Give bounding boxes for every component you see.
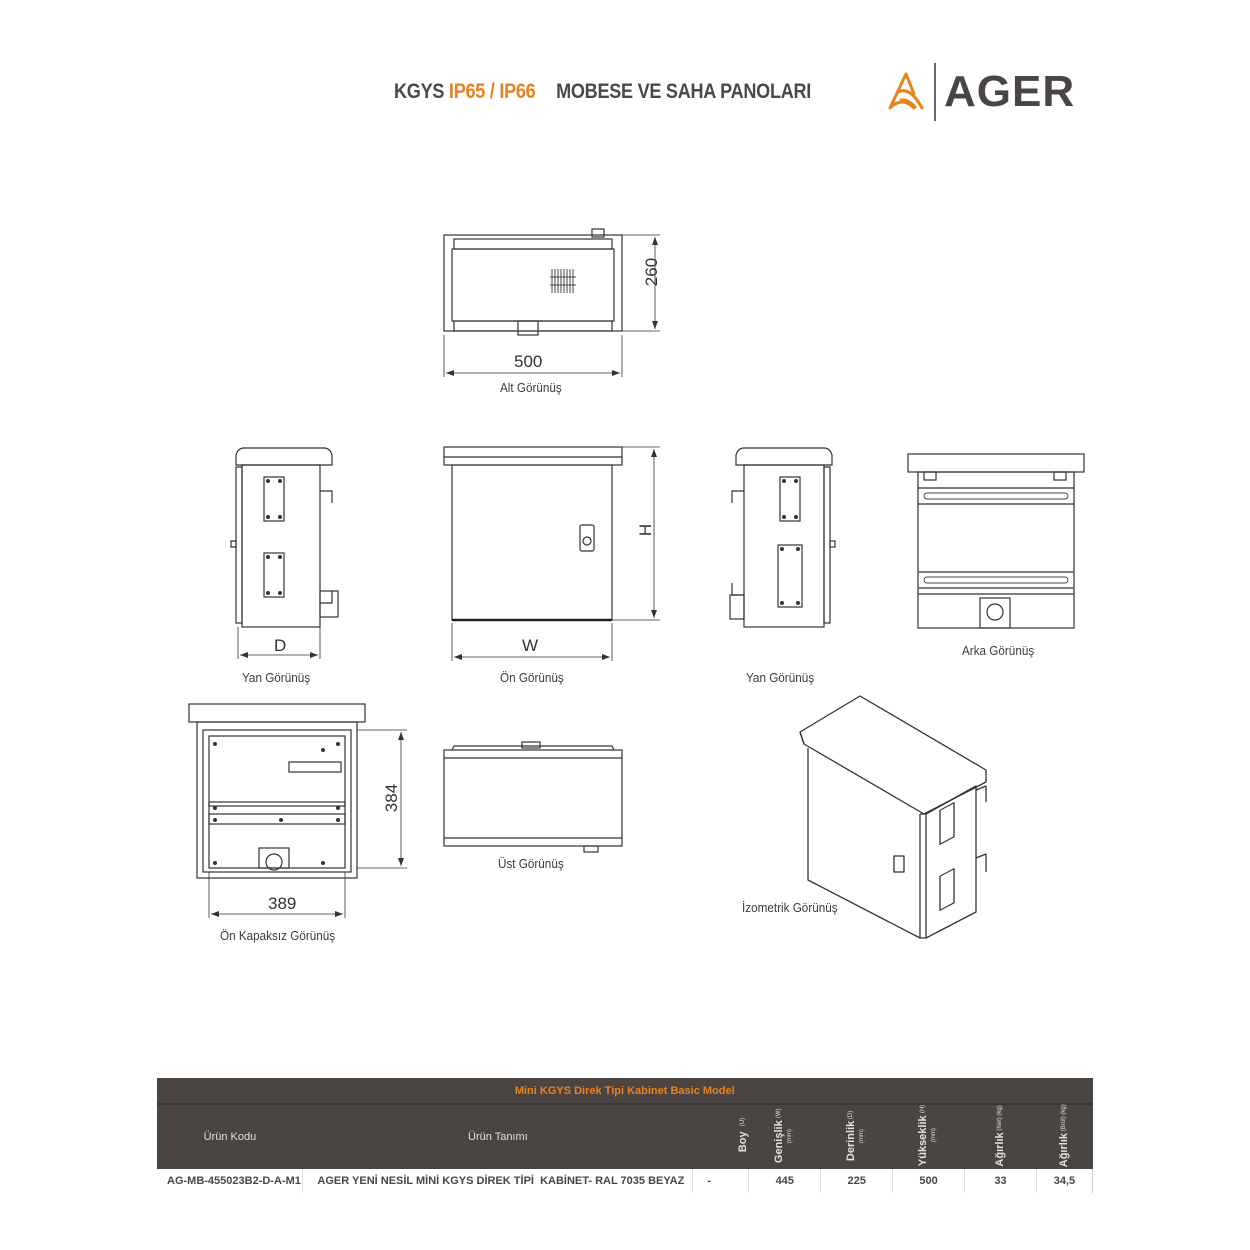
bottom-width-dim: 500 [514,352,543,371]
front-open-view-caption: Ön Kapaksız Görünüş [220,928,336,943]
front-open-view-drawing [185,700,415,920]
ip-rating: IP65 / IP66 [448,80,536,103]
top-view-svg [443,741,623,853]
col-header-boy: Boy (U) [692,1104,749,1170]
title-subtitle: MOBESE VE SAHA PANOLARI [556,80,812,103]
rear-view-caption: Arka Görünüş [962,643,1035,658]
logo-divider [934,63,936,121]
bottom-view-drawing [440,225,670,385]
table-title: Mini KGYS Direk Tipi Kabinet Basic Model [157,1078,1093,1105]
isometric-view-drawing [790,690,1020,950]
front-view-caption: Ön Görünüş [500,670,564,685]
front-height-dim: H [636,523,656,537]
front-open-width-dim: 389 [268,894,297,913]
col-header-description: Ürün Tanımı [302,1104,693,1170]
bottom-height-dim: 260 [642,257,662,287]
front-width-dim: W [522,636,539,655]
side-depth-dim: D [274,636,287,655]
cell-weight-gross: 34,5 [1036,1169,1094,1194]
title-prefix: KGYS [394,80,445,103]
table-header-row: Ürün Kodu Ürün Tanımı Boy (U) Genişlik(W… [157,1104,1093,1170]
cell-depth: 225 [820,1169,894,1194]
side-view-left-caption: Yan Görünüş [242,670,311,685]
brand-name: AGER [944,67,1076,116]
bottom-view-svg [443,228,660,377]
col-header-width: Genişlik(W) (mm) [748,1104,821,1170]
side-view-right-caption: Yan Görünüş [746,670,815,685]
page-title: KGYS IP65 / IP66 MOBESE VE SAHA PANOLARI [394,80,811,104]
top-view-caption: Üst Görünüş [498,856,564,871]
col-header-depth: Derinlik(D) (mm) [820,1104,893,1170]
cell-code: AG-MB-455023B2-D-A-M1 [157,1169,304,1194]
top-view-drawing [440,738,630,858]
front-open-view-svg [188,703,407,918]
rear-view-drawing [904,450,1089,635]
spec-table: Mini KGYS Direk Tipi Kabinet Basic Model… [157,1078,1094,1194]
cell-boy: - [692,1169,750,1194]
cell-width: 445 [748,1169,822,1194]
side-view-right-svg [729,447,836,628]
cell-height: 500 [892,1169,966,1194]
col-header-weight-gross: Ağırlık(Brüt) (kg) [1036,1104,1093,1170]
cell-weight-net: 33 [964,1169,1037,1194]
bottom-view-caption: Alt Görünüş [500,380,562,395]
table-row: AG-MB-455023B2-D-A-M1 AGER YENİ NESİL Mİ… [157,1169,1094,1194]
col-header-weight-net: Ağırlık(Net) (kg) [964,1104,1037,1170]
front-open-height-dim: 384 [382,783,402,813]
ager-logo-icon [888,72,924,110]
front-view-drawing [440,445,670,665]
side-view-left-svg [230,447,339,659]
rear-view-svg [907,453,1085,629]
col-header-code: Ürün Kodu [157,1104,303,1170]
isometric-view-caption: İzometrik Görünüş [742,900,838,915]
cell-description: AGER YENİ NESİL MİNİ KGYS DİREK TİPİ KAB… [302,1169,694,1194]
col-header-height: Yükseklik(H) (mm) [892,1104,965,1170]
isometric-view-svg [799,695,987,939]
table-title-row: Mini KGYS Direk Tipi Kabinet Basic Model [157,1078,1093,1105]
side-view-left-drawing [228,445,348,660]
front-view-svg [443,446,660,661]
side-view-right-drawing [728,445,848,635]
brand-logo: AGER [884,62,1075,122]
